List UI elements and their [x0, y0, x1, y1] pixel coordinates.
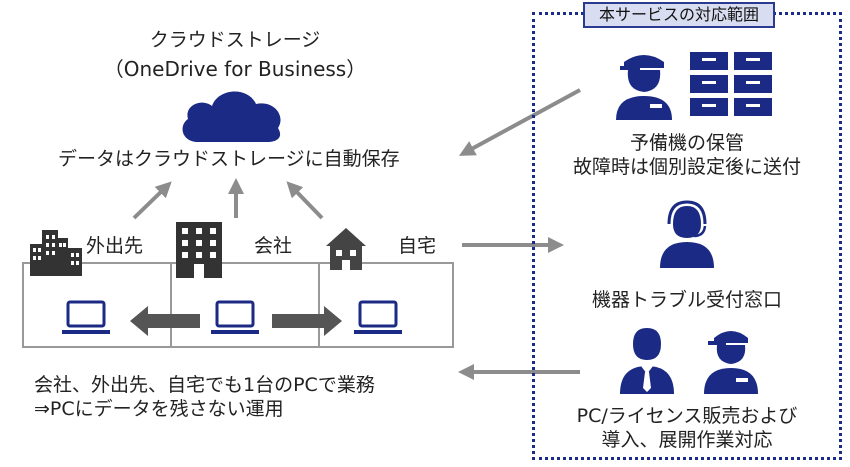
- laptop-icon-outside: [62, 300, 110, 334]
- usage-text-line2: ⇒PCにデータを残さない運用: [34, 398, 284, 420]
- support-worker-icon: [704, 331, 758, 394]
- cloud-caption: データはクラウドストレージに自動保存: [58, 148, 400, 170]
- cloud-title: クラウドストレージ: [149, 29, 321, 51]
- service-scope-title: 本サービスの対応範囲: [583, 2, 775, 28]
- location-label-office: 会社: [252, 234, 295, 258]
- house-icon: [326, 228, 366, 270]
- cloud-icon: [182, 91, 281, 142]
- sales-line2: 導入、展開作業対応: [601, 429, 773, 451]
- laptop-icon-home: [354, 300, 402, 334]
- location-label-home: 自宅: [396, 234, 439, 258]
- laptop-icon-office: [211, 300, 259, 334]
- businessman-icon: [620, 328, 674, 394]
- city-buildings-icon: [30, 230, 82, 276]
- delivery-worker-icon: [616, 55, 672, 120]
- sales-line1: PC/ライセンス販売および: [576, 405, 798, 427]
- carry-arrow-left: [130, 306, 200, 336]
- headset-operator-icon: [660, 200, 714, 268]
- spare-storage-line2: 故障時は個別設定後に送付: [572, 156, 801, 178]
- office-building-icon: [176, 222, 222, 278]
- cloud-subtitle: （OneDrive for Business）: [103, 57, 367, 81]
- spare-storage-line1: 予備機の保管: [629, 132, 744, 154]
- helpdesk-label: 機器トラブル受付窓口: [591, 289, 782, 311]
- usage-text-line1: 会社、外出先、自宅でも1台のPCで業務: [34, 374, 375, 396]
- storage-shelves-icon: [690, 52, 772, 116]
- location-label-outside: 外出先: [84, 234, 146, 258]
- carry-arrow-right: [272, 306, 342, 336]
